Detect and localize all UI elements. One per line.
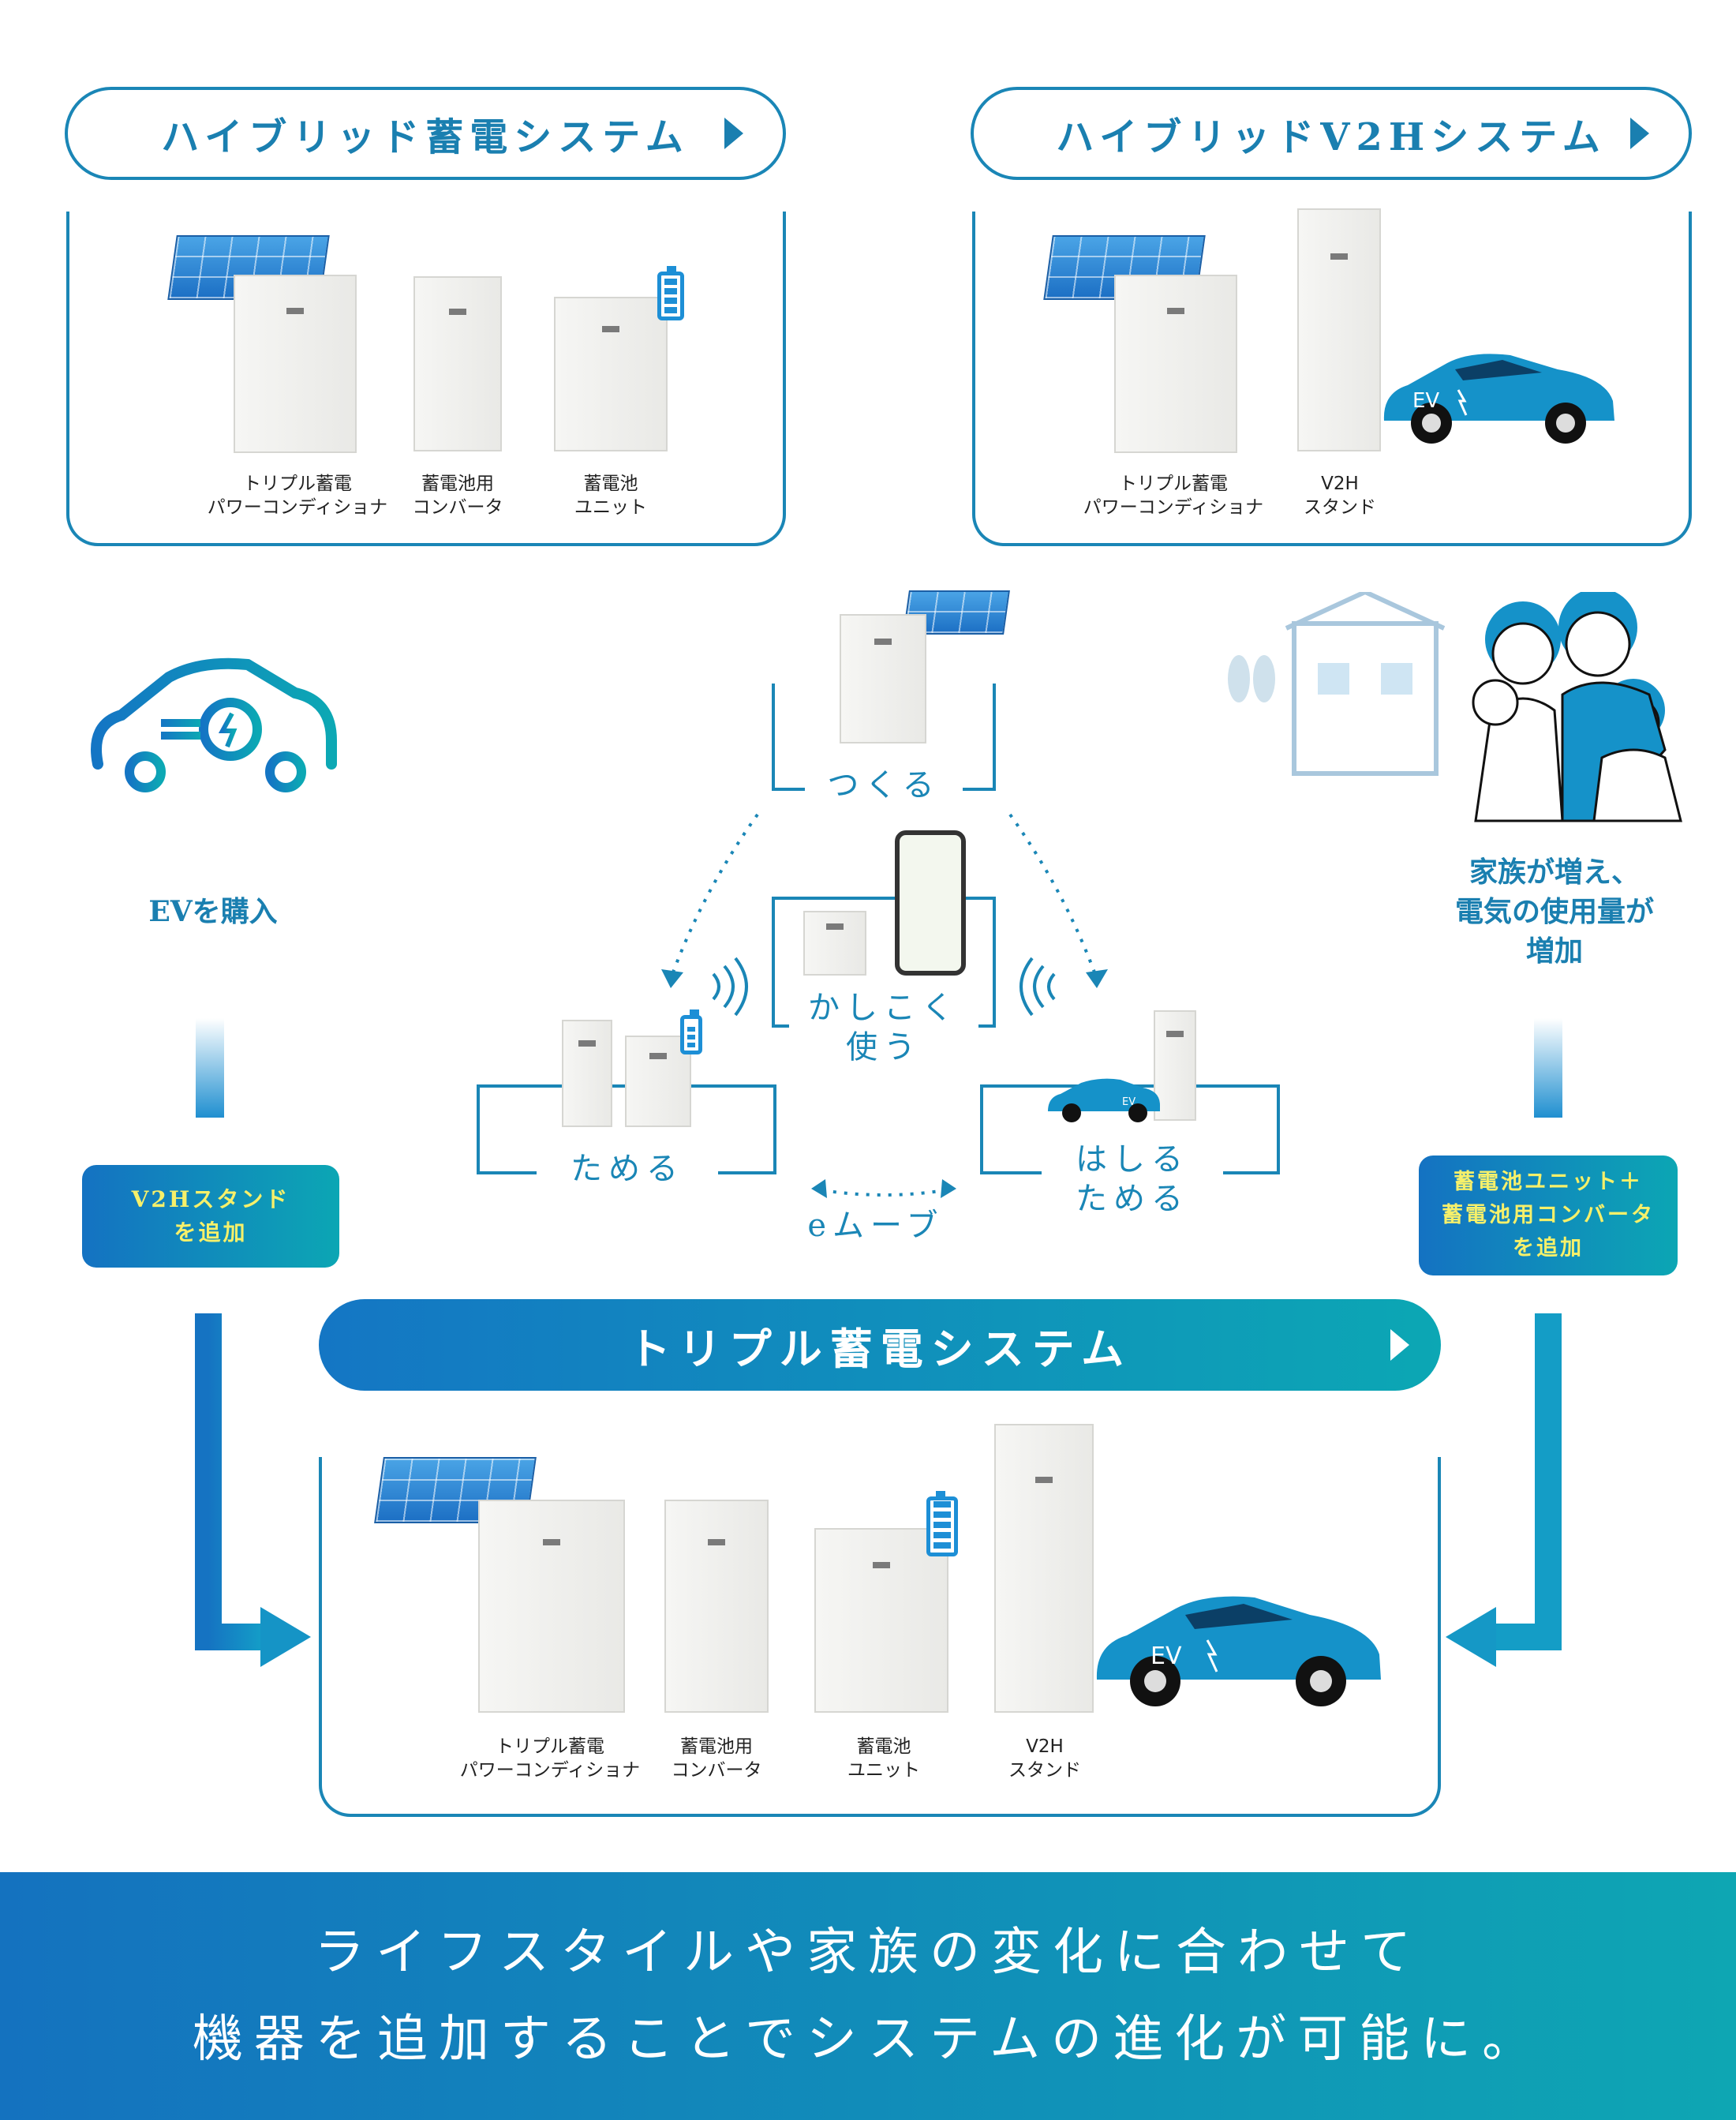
v2h-stand-image — [1297, 208, 1381, 451]
car-ev-label: EV — [1150, 1642, 1182, 1670]
caption-battery-unit: 蓄電池 ユニット — [847, 1736, 920, 1781]
footer-line-1: ライフスタイルや家族の変化に合わせて — [314, 1923, 1422, 1982]
add-battery-badge: 蓄電池ユニット＋ 蓄電池用コンバータ を追加 — [1419, 1156, 1678, 1275]
family-house-illustration — [1228, 592, 1682, 822]
arrow-right-icon — [1630, 118, 1649, 149]
add-v2h-badge: V2Hスタンド を追加 — [82, 1165, 339, 1268]
flow-arrow-right — [1446, 1313, 1562, 1667]
converter-image — [562, 1020, 612, 1127]
caption-v2h-stand: V2H スタンド — [1304, 474, 1376, 518]
ev-car-icon: EV — [1383, 354, 1614, 444]
battery-unit-image — [814, 1528, 948, 1713]
power-conditioner-image — [478, 1500, 625, 1713]
caption-converter: 蓄電池用 コンバータ — [671, 1736, 762, 1781]
emove-label: eムーブ — [807, 1208, 945, 1244]
battery-icon — [926, 1491, 958, 1556]
hybrid-storage-panel — [66, 212, 786, 546]
battery-icon — [680, 1009, 702, 1054]
triple-storage-system-link[interactable]: トリプル蓄電システム — [319, 1299, 1441, 1391]
triple-storage-panel — [319, 1457, 1441, 1817]
caption-converter: 蓄電池用 コンバータ — [412, 474, 503, 518]
power-conditioner-image — [1114, 275, 1237, 453]
hybrid-storage-system-link[interactable]: ハイブリッド蓄電システム — [65, 87, 786, 180]
small-car-ev-label: EV — [1122, 1096, 1136, 1108]
caption-battery-unit: 蓄電池 ユニット — [574, 474, 647, 518]
hybrid-v2h-title: ハイブリッドV2Hシステム — [1056, 115, 1607, 159]
converter-image — [664, 1500, 769, 1713]
v2h-stand-image — [994, 1424, 1094, 1713]
battery-unit-image — [554, 297, 668, 451]
ev-plug-car-icon — [91, 657, 337, 792]
tameru-label: ためる — [537, 1149, 718, 1189]
hashiru-label: はしる ためる — [1042, 1140, 1223, 1219]
caption-power-conditioner: トリプル蓄電 パワーコンディショナ — [459, 1736, 641, 1781]
ev-purchase-text: EVを購入 — [148, 895, 278, 928]
ev-car-icon: EV — [1048, 1078, 1160, 1122]
kashikoku-label: かしこく 使う — [789, 988, 978, 1067]
caption-power-conditioner: トリプル蓄電 パワーコンディショナ — [207, 474, 388, 518]
controller-image — [803, 911, 866, 976]
ev-car-icon: EV — [1096, 1596, 1381, 1706]
hybrid-v2h-system-link[interactable]: ハイブリッドV2Hシステム — [971, 87, 1692, 180]
battery-icon — [657, 266, 684, 320]
caption-v2h-stand: V2H スタンド — [1008, 1736, 1081, 1781]
smartphone-app-image — [895, 830, 966, 976]
flow-arrow-left — [195, 1313, 311, 1667]
arrow-right-icon — [1390, 1329, 1409, 1361]
power-conditioner-image — [840, 614, 926, 743]
arrow-right-icon — [724, 118, 743, 149]
tsukuru-label: つくる — [805, 766, 963, 805]
footer-line-2: 機器を追加することでシステムの進化が可能に。 — [192, 2010, 1544, 2069]
v2h-stand-image — [1154, 1010, 1196, 1121]
family-grows-text: 家族が増え、 電気の使用量が 増加 — [1454, 856, 1654, 968]
triple-storage-title: トリプル蓄電システム — [627, 1323, 1132, 1374]
car-ev-label: EV — [1412, 389, 1439, 413]
converter-image — [413, 276, 502, 451]
hybrid-v2h-panel — [972, 212, 1692, 546]
footer-banner: ライフスタイルや家族の変化に合わせて 機器を追加することでシステムの進化が可能に… — [0, 1872, 1736, 2120]
progress-fade-bar — [1534, 1018, 1562, 1118]
power-conditioner-image — [234, 275, 357, 453]
cycle-dotted-arrows — [661, 813, 1108, 1198]
hybrid-storage-title: ハイブリッド蓄電システム — [161, 115, 690, 159]
caption-power-conditioner: トリプル蓄電 パワーコンディショナ — [1083, 474, 1264, 518]
progress-fade-bar — [196, 1018, 224, 1118]
